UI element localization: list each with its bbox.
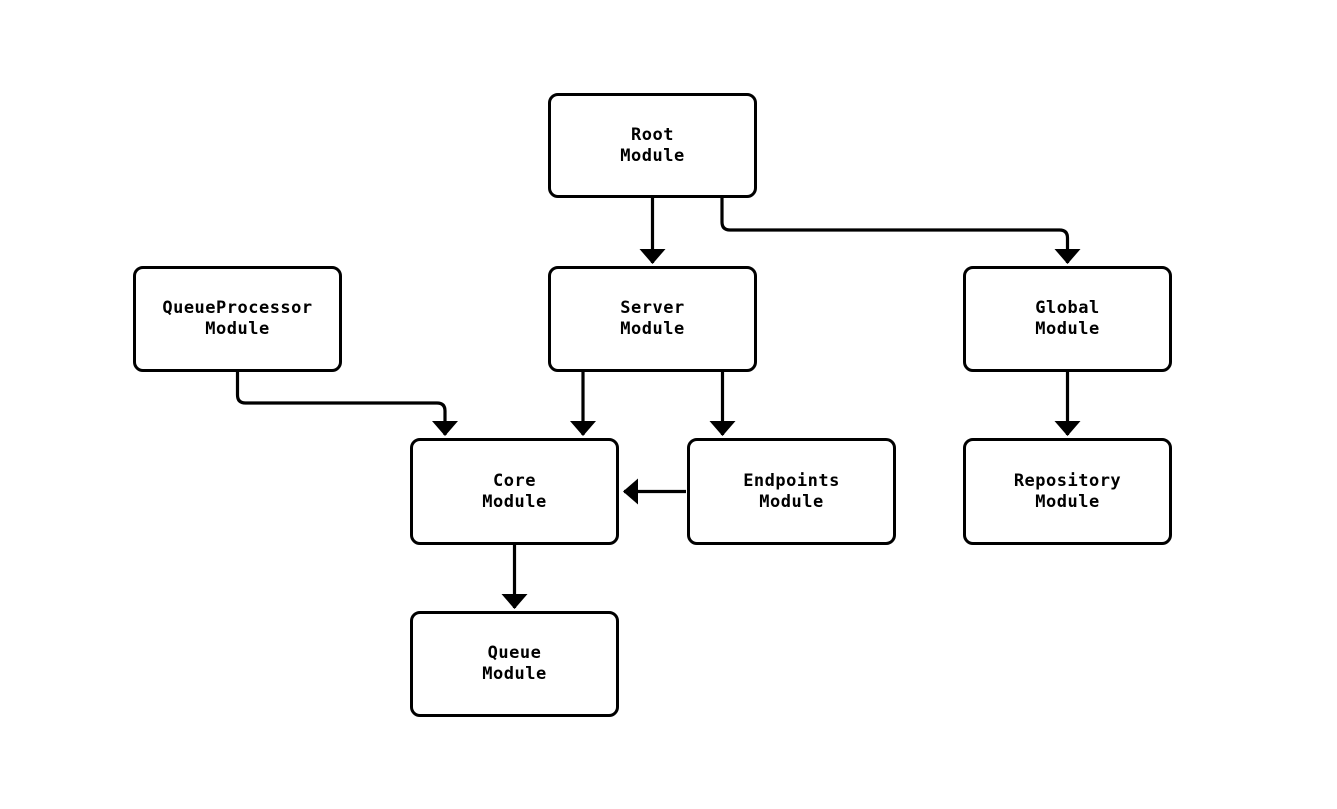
node-label-line: Queue [487, 643, 542, 663]
node-label-line: Module [1035, 491, 1100, 512]
node-label-line: Endpoints [743, 470, 840, 491]
edge-queueprocessor-to-core [235, 371, 458, 436]
node-queueprocessor-module: QueueProcessor Module [133, 266, 342, 372]
node-root-module: Root Module [548, 93, 757, 198]
node-repository-module: Repository Module [963, 438, 1172, 545]
edge-root-to-global [720, 197, 1081, 264]
node-core-module: Core Module [410, 438, 619, 545]
node-server-module: Server Module [548, 266, 757, 372]
node-label-line: Module [482, 664, 547, 684]
node-label-line: Global [1035, 298, 1100, 318]
node-label-line: QueueProcessor [162, 298, 313, 318]
node-label-line: Root [631, 124, 674, 145]
node-label-line: Server [620, 298, 685, 318]
node-label-line: Module [759, 491, 824, 512]
node-label-line: Repository [1013, 470, 1122, 491]
node-queue-module: Queue Module [410, 611, 619, 717]
node-label-line: Module [620, 145, 685, 166]
node-label-line: Module [620, 319, 685, 339]
node-endpoints-module: Endpoints Module [687, 438, 896, 545]
node-label-line: Module [1035, 319, 1100, 339]
node-global-module: Global Module [963, 266, 1172, 372]
node-label-line: Module [205, 319, 270, 339]
node-label-line: Core [493, 470, 536, 491]
node-label-line: Module [482, 491, 547, 512]
